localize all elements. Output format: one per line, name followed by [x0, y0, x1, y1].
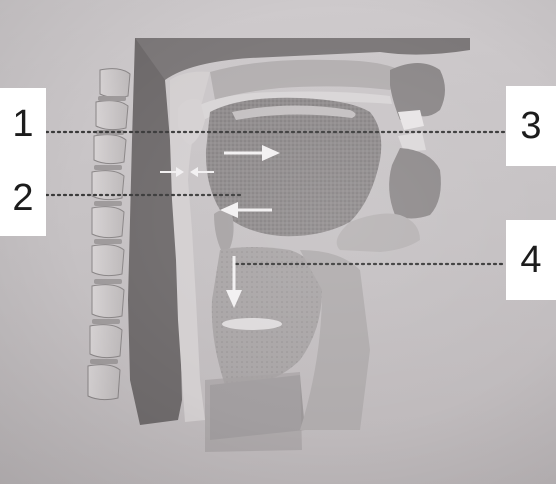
- label-2-text: 2: [12, 179, 33, 217]
- epiglottis: [214, 210, 234, 252]
- label-1-text: 1: [12, 105, 33, 143]
- larynx: [212, 247, 322, 385]
- label-3-text: 3: [520, 107, 541, 145]
- cervical-spine: [88, 69, 130, 400]
- trachea: [205, 372, 302, 452]
- label-3: 3: [506, 86, 556, 166]
- label-1: 1: [0, 88, 46, 160]
- label-2: 2: [0, 160, 46, 236]
- teeth-upper: [398, 110, 424, 130]
- vocal-fold: [222, 318, 282, 330]
- label-4-text: 4: [520, 241, 541, 279]
- lower-lip-region: [389, 148, 441, 219]
- label-4: 4: [506, 220, 556, 300]
